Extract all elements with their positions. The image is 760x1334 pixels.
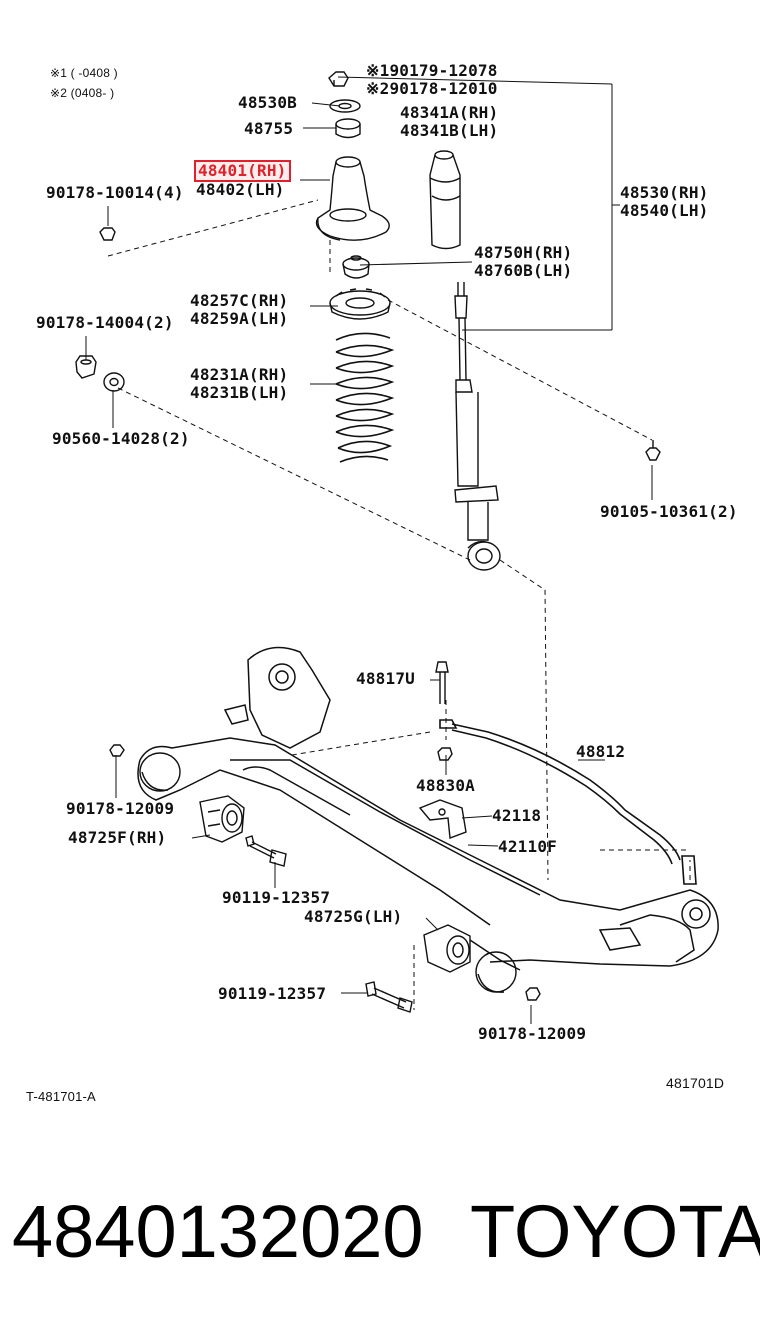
leader-lines xyxy=(85,76,691,1024)
coil-spring-icon xyxy=(335,332,395,463)
bushing-rh-icon xyxy=(199,795,245,843)
bushing-lh-icon xyxy=(423,924,471,973)
label-48401-highlighted[interactable]: 48401(RH) xyxy=(194,160,291,182)
label-48341a[interactable]: 48341A(RH) xyxy=(400,103,499,122)
label-90105-10361[interactable]: 90105-10361(2) xyxy=(600,502,738,521)
label-48530[interactable]: 48530(RH) xyxy=(620,183,709,202)
label-48812[interactable]: 48812 xyxy=(576,742,626,761)
note-2: ※2 (0408- ) xyxy=(50,86,115,100)
part-number: 4840132020 xyxy=(12,1190,424,1273)
label-90178-12009-a[interactable]: 90178-12009 xyxy=(66,799,175,818)
nut-90178-b-icon xyxy=(525,987,541,1001)
stabilizer-bar-icon xyxy=(439,719,697,885)
bushing-nut-icon xyxy=(75,355,97,379)
washer-icon xyxy=(329,99,361,113)
ref-code-right: 481701D xyxy=(666,1075,725,1091)
label-42110f[interactable]: 42110F xyxy=(498,837,557,856)
label-90178-12010[interactable]: ※290178-12010 xyxy=(366,79,498,98)
note-1: ※1 ( -0408 ) xyxy=(50,66,118,80)
nut-90178-icon xyxy=(109,744,125,757)
axle-beam-icon xyxy=(137,646,719,971)
bolt-90119-b-icon xyxy=(365,981,413,1013)
bolt-90105-icon xyxy=(645,440,661,461)
label-90178-10014[interactable]: 90178-10014(4) xyxy=(46,183,184,202)
label-48341b[interactable]: 48341B(LH) xyxy=(400,121,499,140)
bump-stopper-icon xyxy=(429,150,461,250)
bracket-icon xyxy=(418,799,467,839)
label-48760b[interactable]: 48760B(LH) xyxy=(474,261,573,280)
label-48540[interactable]: 48540(LH) xyxy=(620,201,709,220)
spring-seat-icon xyxy=(329,288,391,320)
label-48750h[interactable]: 48750H(RH) xyxy=(474,243,573,262)
label-42118[interactable]: 42118 xyxy=(492,806,542,825)
arm-eye-lh-icon xyxy=(475,951,517,993)
washer-90560-icon xyxy=(103,372,125,392)
label-48402[interactable]: 48402(LH) xyxy=(196,180,285,199)
label-48725f[interactable]: 48725F(RH) xyxy=(68,828,167,847)
nut-48830a-icon xyxy=(437,747,453,761)
label-48755[interactable]: 48755 xyxy=(244,119,294,138)
ref-code-left: T-481701-A xyxy=(26,1089,96,1104)
label-48725g[interactable]: 48725G(LH) xyxy=(304,907,403,926)
label-48817u[interactable]: 48817U xyxy=(356,669,415,688)
label-90178-14004[interactable]: 90178-14004(2) xyxy=(36,313,174,332)
cushion-icon xyxy=(335,118,361,139)
label-90119-12357-b[interactable]: 90119-12357 xyxy=(218,984,327,1003)
label-48257c[interactable]: 48257C(RH) xyxy=(190,291,289,310)
nut-icon xyxy=(99,227,116,241)
label-90178-12009-b[interactable]: 90178-12009 xyxy=(478,1024,587,1043)
insulator-icon xyxy=(342,255,370,279)
label-48231a[interactable]: 48231A(RH) xyxy=(190,365,289,384)
label-48530b[interactable]: 48530B xyxy=(238,93,297,112)
arm-eye-icon xyxy=(139,752,181,792)
label-90560-14028[interactable]: 90560-14028(2) xyxy=(52,429,190,448)
label-90119-12357-a[interactable]: 90119-12357 xyxy=(222,888,331,907)
strut-support-icon xyxy=(315,156,390,241)
shock-absorber-icon xyxy=(454,282,501,571)
bolt-90119-a-icon xyxy=(245,835,287,867)
label-48259a[interactable]: 48259A(LH) xyxy=(190,309,289,328)
bolt-48817u-icon xyxy=(435,661,449,704)
label-90179-12078[interactable]: ※190179-12078 xyxy=(366,61,498,80)
top-nut-icon xyxy=(328,71,349,87)
label-48830a[interactable]: 48830A xyxy=(416,776,475,795)
label-48231b[interactable]: 48231B(LH) xyxy=(190,383,289,402)
brand-name: TOYOTA xyxy=(470,1190,760,1273)
